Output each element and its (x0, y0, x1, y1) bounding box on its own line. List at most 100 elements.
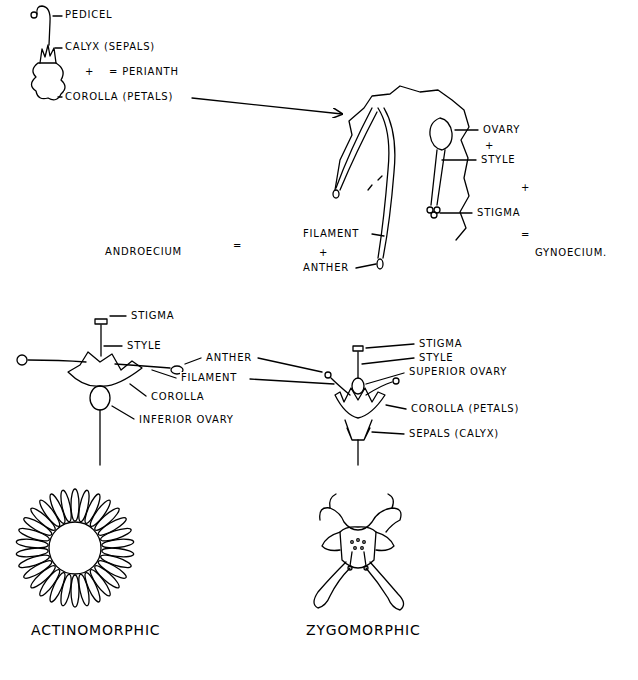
actinomorphic-flower-stroke (16, 547, 49, 558)
superior-ovary-flower-stroke (357, 352, 358, 378)
part-label: STIGMA (130, 310, 175, 322)
leader-line-stroke (104, 345, 122, 346)
inferior-ovary-flower-stroke (99, 410, 100, 465)
leader-line (53, 16, 342, 114)
leader-line-stroke (372, 234, 384, 236)
dissected-flower-stroke (431, 150, 445, 205)
superior-ovary-flower-stroke (345, 420, 372, 440)
zygomorphic-flower-stroke (357, 539, 360, 542)
plus-sign: + (484, 140, 495, 152)
leader-line-stroke (152, 370, 176, 378)
plus-sign: + (520, 182, 531, 194)
zygomorphic-flower-stroke (354, 547, 357, 550)
group-label: = PERIANTH (108, 66, 180, 78)
zygomorphic-flower-stroke (376, 532, 394, 551)
group-label: GYNOECIUM. (534, 247, 608, 259)
leader-line-stroke (112, 406, 134, 419)
actinomorphic-flower-stroke (59, 489, 73, 522)
inferior-ovary-flower-stroke (95, 319, 107, 324)
part-label: STYLE (126, 340, 162, 352)
plus-sign: + (84, 66, 95, 78)
actinomorphic-flower-stroke (47, 492, 67, 524)
zygomorphic-flower-stroke (366, 562, 404, 610)
leader-line-stroke (258, 358, 322, 372)
leader-line-stroke (440, 212, 472, 213)
leader-line-stroke (110, 315, 126, 316)
zygomorphic-flower-stroke (320, 508, 401, 532)
leader-line-stroke (366, 344, 414, 348)
group-label: ANDROECIUM (104, 246, 183, 258)
dissected-flower-stroke (383, 108, 395, 258)
part-label: FILAMENT (302, 228, 360, 240)
leader-line-stroke (366, 373, 404, 384)
zygomorphic-flower-stroke (351, 541, 354, 544)
whole-flower-stroke (40, 45, 56, 63)
leader-line (362, 344, 414, 434)
inferior-ovary-flower-stroke (100, 325, 101, 356)
leader-line-stroke (362, 358, 414, 364)
part-label: STIGMA (418, 338, 463, 350)
part-label: STIGMA (476, 207, 521, 219)
actinomorphic-flower-stroke (71, 489, 79, 521)
zygomorphic-flower-stroke (348, 566, 352, 570)
superior-ovary-flower-stroke (331, 378, 350, 395)
leader-line (356, 130, 478, 268)
actinomorphic-flower-stroke (22, 558, 54, 581)
leader-line-stroke (55, 47, 62, 48)
actinomorphic-flower-stroke (82, 571, 102, 603)
part-label: STYLE (418, 352, 454, 364)
part-label: STYLE (480, 154, 516, 166)
leader-line-stroke (372, 432, 404, 434)
leader-line-stroke (185, 358, 201, 364)
type-label: ACTINOMORPHIC (30, 622, 161, 639)
zygomorphic-flower-stroke (364, 566, 368, 570)
leader-line-stroke (192, 98, 342, 114)
part-label: COROLLA (150, 391, 206, 403)
part-label: COROLLA (PETALS) (64, 91, 174, 103)
zygomorphic-flower-stroke (330, 494, 394, 508)
inferior-ovary-flower-stroke (28, 360, 86, 362)
actinomorphic-flower-stroke (71, 575, 79, 607)
actinomorphic-flower (16, 489, 134, 607)
whole-flower-stroke (31, 12, 37, 18)
dissected-flower-stroke (430, 118, 452, 150)
part-label: PEDICEL (64, 9, 113, 21)
dissected-flower-stroke (336, 108, 372, 188)
zygomorphic-flower-stroke (363, 541, 366, 544)
dissected-flower (333, 86, 469, 269)
leader-line-stroke (250, 379, 334, 384)
whole-flower-stroke (37, 6, 50, 45)
zygomorphic-flower-stroke (322, 532, 340, 551)
leader-line (104, 316, 334, 419)
type-label: ZYGOMORPHIC (305, 622, 422, 639)
part-label: ANTHER (302, 262, 350, 274)
part-label: ANTHER (205, 352, 253, 364)
dissected-flower-stroke (431, 212, 437, 218)
plus-sign: + (318, 247, 329, 259)
part-label: FILAMENT (180, 372, 238, 384)
equals-sign: = (520, 229, 531, 241)
leader-line-stroke (442, 159, 476, 160)
superior-ovary-flower-stroke (357, 440, 358, 465)
actinomorphic-flower-stroke (49, 522, 101, 574)
superior-ovary-flower-stroke (393, 378, 399, 384)
leader-line-stroke (455, 129, 478, 130)
dissected-flower-stroke (335, 86, 469, 240)
dissected-flower-stroke (368, 176, 382, 190)
actinomorphic-flower-stroke (101, 538, 134, 549)
actinomorphic-flower-stroke (16, 538, 49, 549)
zygomorphic-flower (314, 494, 404, 610)
inferior-ovary-flower-stroke (90, 386, 110, 410)
leader-line-stroke (130, 384, 146, 396)
actinomorphic-flower-stroke (99, 526, 132, 543)
actinomorphic-flower-stroke (101, 547, 134, 558)
dissected-flower-stroke (377, 259, 383, 269)
superior-ovary-flower-stroke (335, 388, 385, 418)
part-label: INFERIOR OVARY (138, 414, 235, 426)
leader-line-stroke (58, 96, 62, 97)
superior-ovary-flower-stroke (352, 378, 364, 394)
whole-flower-stroke (32, 63, 66, 100)
part-label: SEPALS (CALYX) (408, 428, 500, 440)
superior-ovary-flower-stroke (366, 382, 392, 395)
